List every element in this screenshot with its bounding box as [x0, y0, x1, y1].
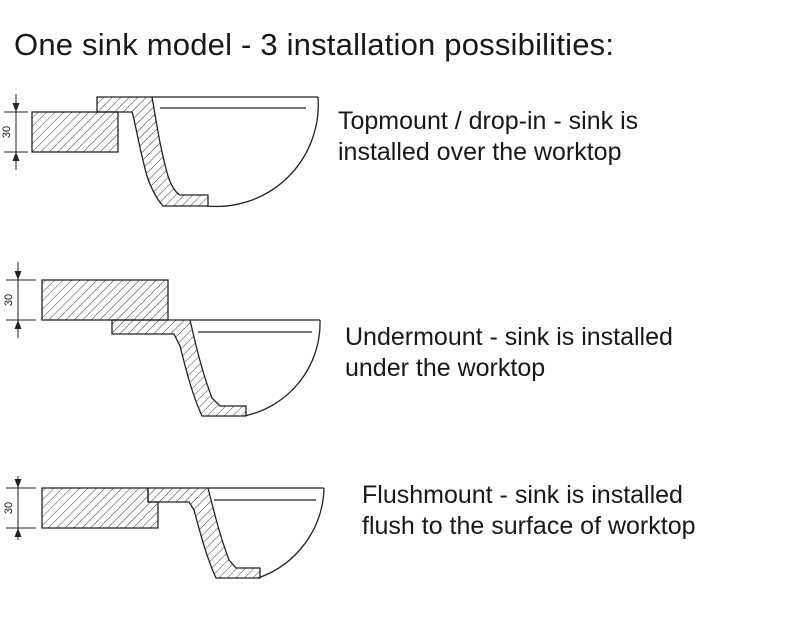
dimension-arrow-bottom	[14, 320, 22, 329]
worktop-section	[31, 111, 119, 153]
flushmount-description: Flushmount - sink is installed flush to …	[362, 481, 696, 540]
bowl-arc	[205, 96, 319, 208]
sink-section	[111, 319, 247, 417]
dimension-label: 30	[3, 502, 15, 514]
sink-section	[147, 487, 261, 579]
dimension-arrow-bottom	[12, 152, 20, 161]
worktop-section	[41, 279, 169, 321]
dimension-label: 30	[1, 126, 13, 138]
dimension-arrow-bottom	[14, 528, 22, 537]
dimension-30: 30	[3, 476, 36, 540]
dimension-arrow-top	[12, 103, 20, 112]
topmount-description: Topmount / drop-in - sink is installed o…	[338, 107, 639, 166]
undermount-diagram: 30	[3, 262, 321, 417]
topmount-diagram: 30	[1, 94, 319, 208]
dimension-30: 30	[3, 262, 36, 338]
bowl-arc	[257, 487, 325, 579]
undermount-description: Undermount - sink is installed under the…	[345, 323, 673, 382]
page-title: One sink model - 3 installation possibil…	[14, 26, 615, 62]
dimension-label: 30	[3, 294, 15, 306]
bowl-arc	[243, 319, 321, 417]
dimension-30: 30	[1, 94, 28, 170]
worktop-section	[41, 487, 159, 529]
dimension-arrow-top	[14, 479, 22, 488]
flushmount-diagram: 30	[3, 476, 325, 579]
dimension-arrow-top	[14, 271, 22, 280]
